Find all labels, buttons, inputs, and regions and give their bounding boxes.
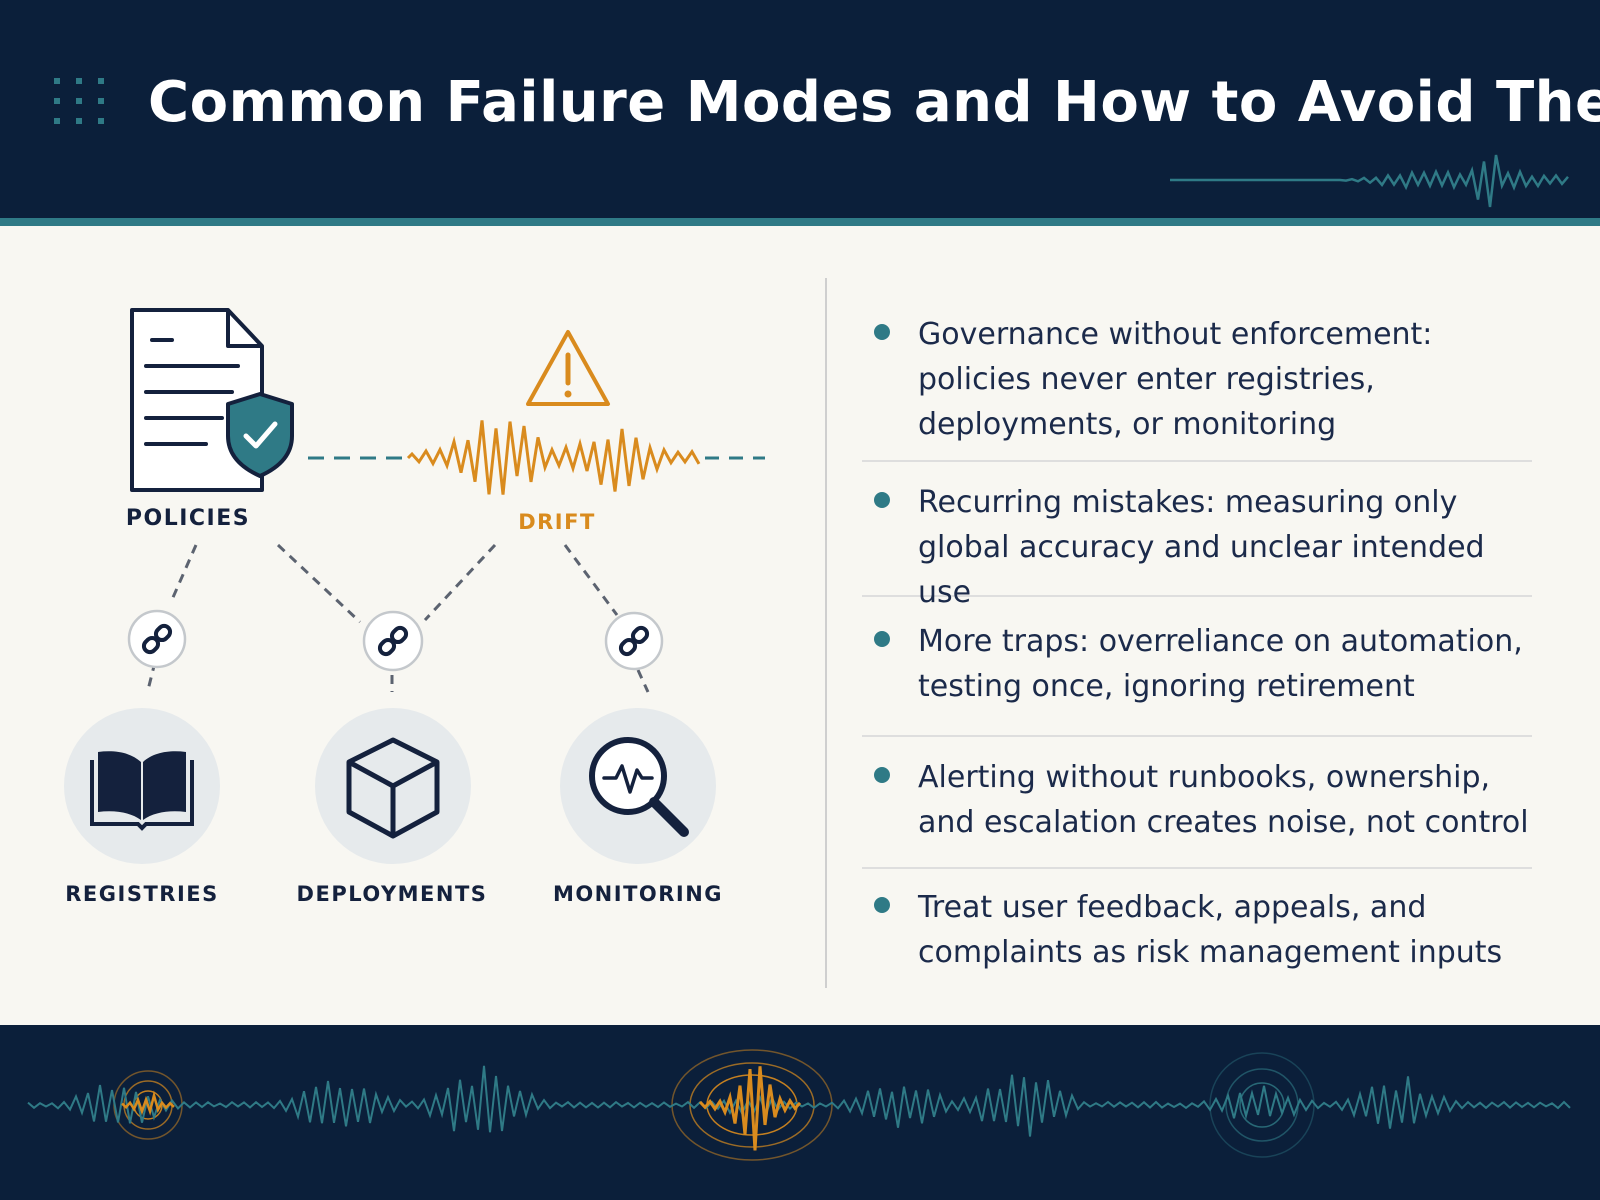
footer-band	[0, 1025, 1600, 1200]
open-book-icon	[90, 751, 194, 831]
list-item: Treat user feedback, appeals, and compla…	[862, 869, 1532, 989]
header-accent-rule	[0, 218, 1600, 226]
monitoring-label: MONITORING	[552, 882, 724, 906]
bullet-dot	[874, 897, 890, 913]
monitoring-node	[560, 708, 716, 864]
broken-link-icon	[604, 611, 664, 671]
broken-link-icon	[127, 609, 187, 669]
broken-link-icon	[362, 610, 424, 672]
list-item: Governance without enforcement: policies…	[862, 300, 1532, 462]
deployments-label: DEPLOYMENTS	[296, 882, 488, 906]
header-signal-wave	[1170, 154, 1569, 208]
policy-document-shield-icon	[130, 308, 294, 492]
header-band: Common Failure Modes and How to Avoid Th…	[0, 0, 1600, 220]
policies-label: POLICIES	[125, 506, 251, 531]
registries-node	[64, 708, 220, 864]
drift-label: DRIFT	[518, 510, 596, 534]
footer-signal-wave	[27, 1049, 1571, 1161]
dot-grid-icon	[54, 78, 104, 124]
list-item: More traps: overreliance on automation, …	[862, 597, 1532, 737]
failure-mode-list: Governance without enforcement: policies…	[862, 300, 1532, 989]
column-divider	[825, 278, 827, 988]
page-title: Common Failure Modes and How to Avoid Th…	[148, 70, 1600, 135]
cube-icon	[346, 737, 440, 839]
drift-signal-wave	[406, 420, 701, 495]
deployments-node	[315, 708, 471, 864]
bullet-dot	[874, 767, 890, 783]
bullet-dot	[874, 324, 890, 340]
registries-label: REGISTRIES	[65, 882, 219, 906]
magnifier-pulse-icon	[589, 737, 689, 837]
bullet-dot	[874, 631, 890, 647]
governance-diagram	[64, 308, 765, 864]
list-item: Alerting without runbooks, ownership, an…	[862, 737, 1532, 869]
list-item: Recurring mistakes: measuring only globa…	[862, 462, 1532, 610]
bullet-dot	[874, 492, 890, 508]
warning-triangle-icon	[526, 330, 610, 406]
